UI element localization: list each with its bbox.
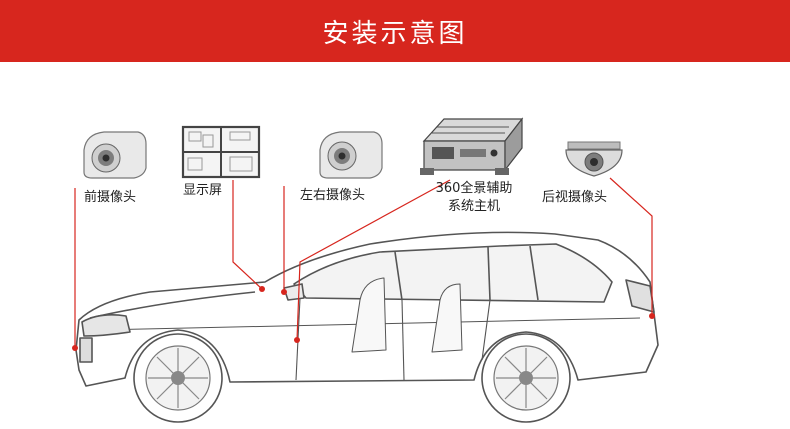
monitor-icon — [181, 125, 261, 179]
rear-camera-icon — [565, 141, 623, 177]
page-title: 安装示意图 — [322, 18, 468, 49]
title-banner: 安装示意图 — [0, 0, 790, 62]
front-camera-icon — [83, 131, 147, 179]
side-camera-label: 左右摄像头 — [300, 188, 366, 203]
car-outline — [75, 231, 659, 387]
monitor-label: 显示屏 — [183, 183, 223, 198]
dvr-host-label-line2: 系统主机 — [447, 199, 500, 214]
connector-lines — [74, 177, 653, 348]
dvr-host-label: 360全景辅助 系统主机 — [428, 180, 520, 216]
side-camera-icon — [319, 131, 383, 179]
rear-camera-label: 后视摄像头 — [542, 190, 608, 205]
connector-points — [72, 286, 655, 351]
dvr-host-icon — [420, 117, 524, 175]
dvr-host-label-line1: 360全景辅助 — [435, 181, 513, 196]
front-wheel — [133, 333, 223, 423]
front-camera-label: 前摄像头 — [84, 190, 137, 205]
rear-wheel — [481, 333, 571, 423]
